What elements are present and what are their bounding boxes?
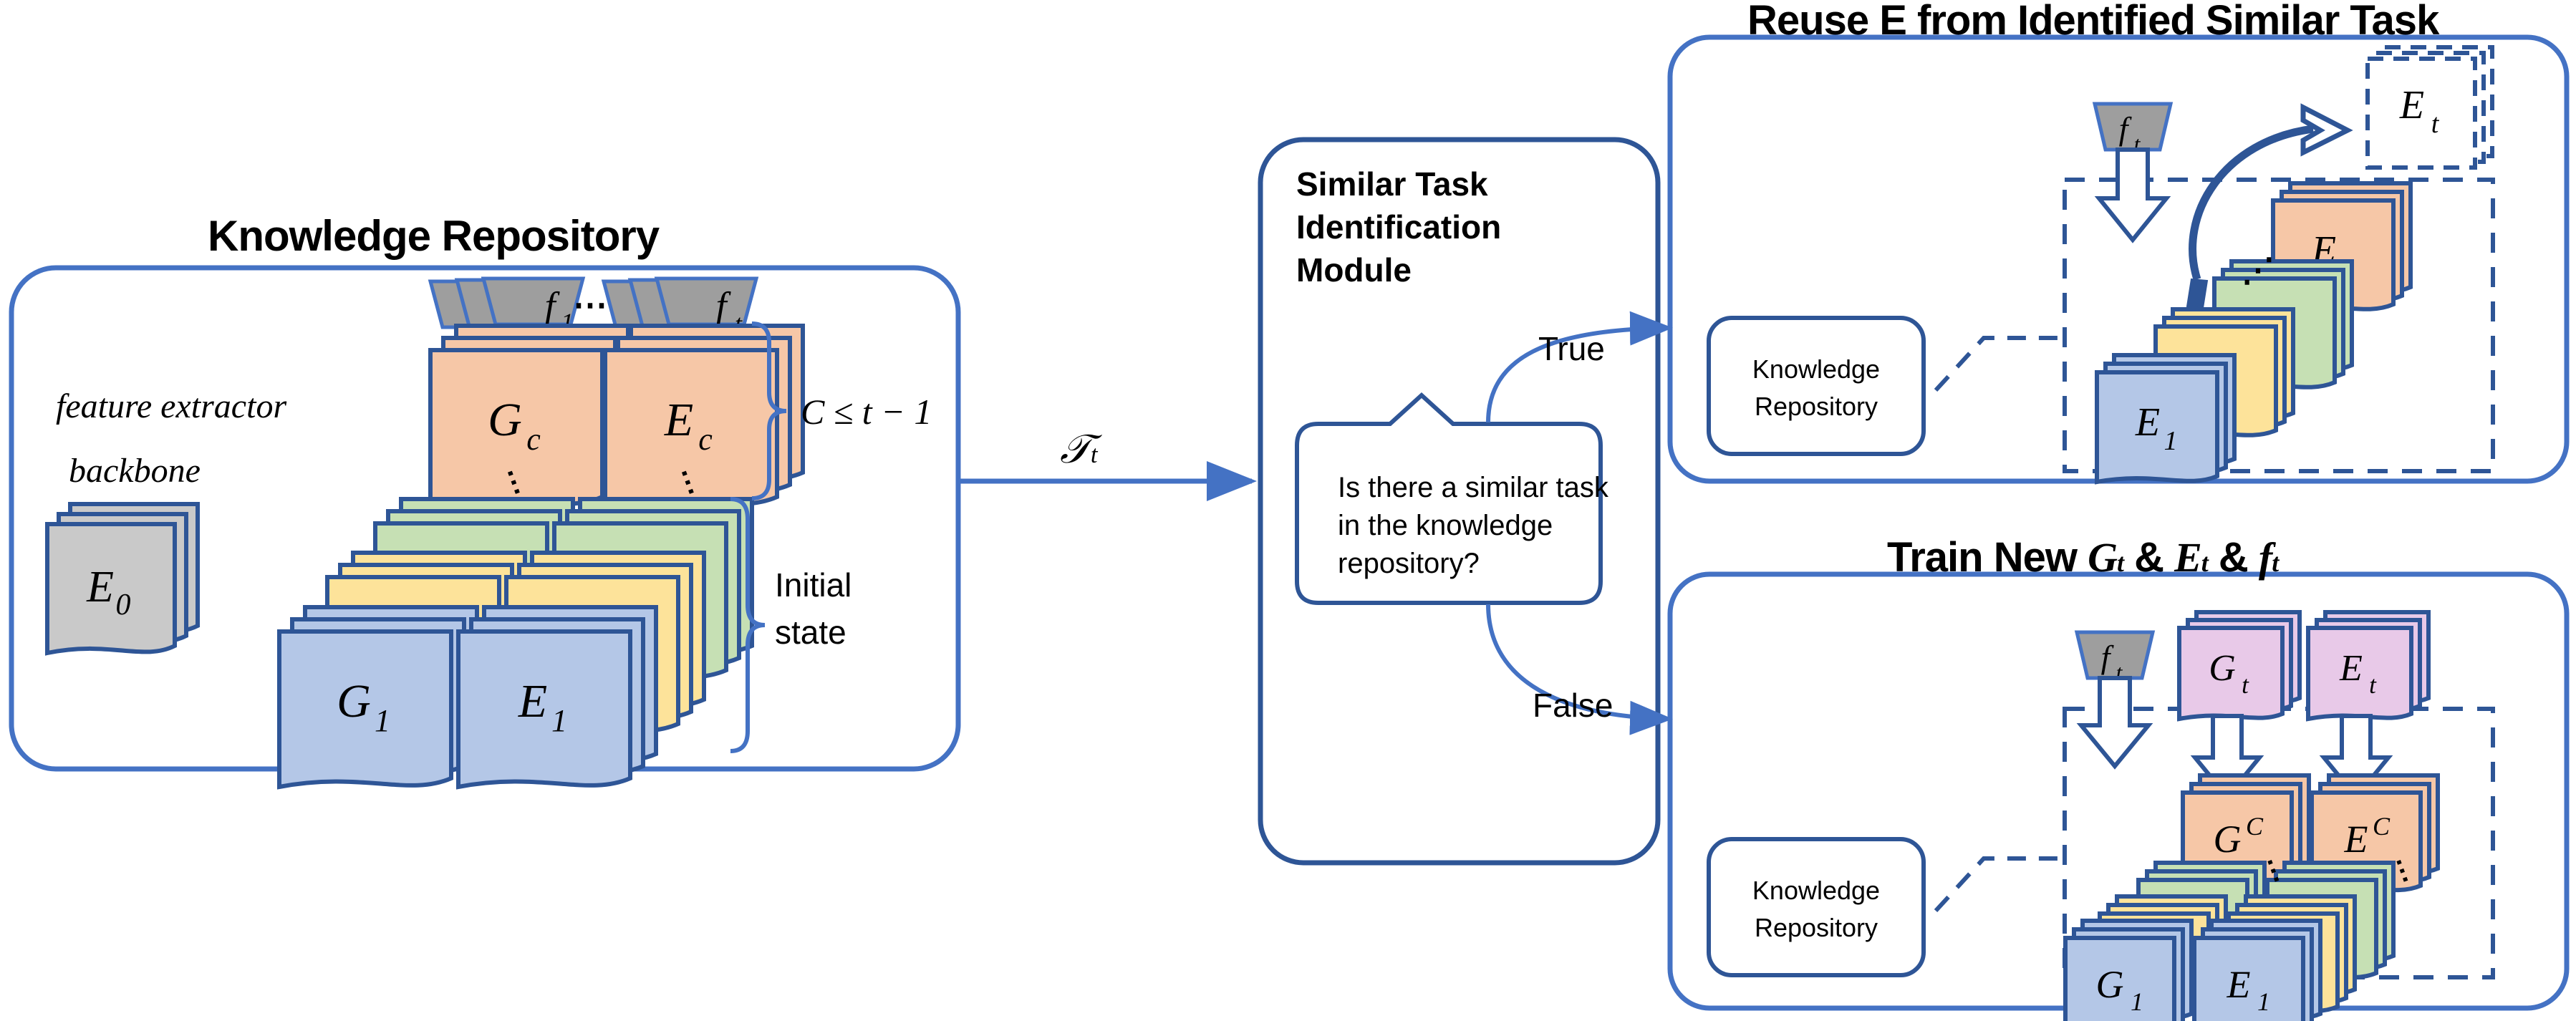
- svg-text:1: 1: [2257, 987, 2270, 1016]
- svg-text:t: t: [2116, 659, 2123, 685]
- svg-text:t: t: [2242, 671, 2249, 699]
- train-down-arrow-ft: [2076, 676, 2153, 770]
- reuse-copy-arrowhead: [2300, 103, 2353, 157]
- svg-text:c: c: [526, 422, 541, 457]
- decision-question-line2: in the knowledge: [1338, 510, 1553, 541]
- svg-text:G: G: [488, 394, 522, 446]
- brace-c-constraint: [751, 321, 787, 500]
- knowledge-repository-title: Knowledge Repository: [208, 212, 660, 260]
- similar-task-module-title-line1: Similar Task: [1296, 165, 1488, 203]
- train-new-panel-title: Train New Gt & Et & ft: [1887, 533, 2279, 581]
- similar-task-module-title-line2: Identification: [1296, 208, 1502, 246]
- svg-text:t: t: [2369, 671, 2377, 699]
- svg-text:t: t: [2134, 131, 2141, 157]
- reuse-copy-arrow-tail: [2186, 278, 2209, 309]
- svg-text:E: E: [2339, 648, 2363, 689]
- similar-task-module-title-line3: Module: [1296, 251, 1412, 289]
- backbone-card-stack: E 0: [45, 502, 200, 656]
- reuse-panel-title: Reuse E from Identified Similar Task: [1747, 0, 2439, 44]
- reuse-copy-arrow: [2189, 125, 2314, 281]
- svg-text:0: 0: [116, 589, 131, 621]
- train-new-card-et: E t: [2306, 610, 2431, 722]
- branch-label-true: True: [1538, 330, 1605, 367]
- feature-extractor-label: feature extractor: [56, 387, 287, 425]
- task-arrow-label-main: 𝒯: [1060, 427, 1091, 472]
- reuse-down-arrow: [2094, 147, 2171, 243]
- reuse-dashed-container: [2063, 178, 2495, 473]
- train-title-g: G: [2088, 534, 2118, 581]
- svg-text:C: C: [2246, 812, 2264, 841]
- reuse-new-card-et: E t: [2365, 45, 2494, 170]
- reuse-stack-ellipsis: ⋰: [2242, 251, 2277, 289]
- svg-text:E: E: [2227, 963, 2251, 1006]
- train-kr-box-line2: Repository: [1754, 913, 1878, 943]
- train-card-row-blue: G 1 E 1: [2063, 919, 2322, 1021]
- initial-state-label-line2: state: [775, 614, 846, 651]
- task-arrow-label: 𝒯t: [1060, 427, 1098, 473]
- reuse-kr-box-line2: Repository: [1754, 392, 1878, 422]
- false-branch-arrow: [1486, 604, 1673, 735]
- card-row-blue: G 1 E 1: [277, 605, 658, 790]
- svg-text:G: G: [2096, 963, 2124, 1006]
- reuse-kr-box-line1: Knowledge: [1752, 354, 1881, 384]
- svg-text:G: G: [2209, 648, 2236, 689]
- svg-text:c: c: [698, 422, 713, 457]
- reuse-kr-box-label: Knowledge Repository: [1709, 351, 1924, 425]
- reuse-kr-box: [1707, 316, 1926, 456]
- svg-text:E: E: [518, 675, 547, 727]
- train-title-prefix: Train New: [1887, 534, 2088, 581]
- true-branch-arrow: [1486, 311, 1673, 423]
- reuse-card-blue: E 1: [2095, 353, 2237, 485]
- feature-extractor-f1: f 1: [428, 276, 586, 337]
- branch-label-false: False: [1533, 687, 1613, 724]
- svg-text:E: E: [86, 563, 114, 611]
- train-new-card-gt: G t: [2177, 610, 2302, 722]
- initial-state-label-line1: Initial: [775, 566, 852, 604]
- svg-text:1: 1: [551, 703, 567, 738]
- svg-text:E: E: [2135, 400, 2160, 445]
- svg-text:1: 1: [2164, 426, 2178, 456]
- train-title-e-sub: t: [2201, 548, 2209, 577]
- train-title-e: E: [2174, 534, 2202, 581]
- svg-text:E: E: [2399, 83, 2424, 127]
- backbone-label: backbone: [69, 452, 201, 490]
- svg-text:G: G: [337, 675, 371, 727]
- svg-text:E: E: [2344, 818, 2368, 861]
- decision-question-line3: repository?: [1338, 548, 1480, 579]
- svg-text:C: C: [2373, 812, 2391, 841]
- train-title-g-sub: t: [2116, 548, 2124, 577]
- decision-question-line1: Is there a similar task: [1338, 472, 1608, 503]
- svg-text:t: t: [2431, 109, 2440, 139]
- reuse-feature-extractor-ft: f t: [2092, 102, 2174, 157]
- train-feature-extractor-ft: f t: [2074, 630, 2156, 685]
- train-title-amp1: &: [2123, 534, 2175, 581]
- train-kr-box: [1707, 837, 1926, 977]
- train-kr-leader: [1934, 856, 2065, 913]
- brace-initial-state: [730, 497, 766, 753]
- train-title-f: f: [2258, 534, 2272, 581]
- svg-text:E: E: [664, 394, 693, 446]
- reuse-kr-leader: [1934, 336, 2065, 392]
- card-row-peach: G c E c: [428, 324, 805, 508]
- train-title-f-sub: t: [2272, 548, 2279, 577]
- train-kr-box-line1: Knowledge: [1752, 876, 1881, 905]
- decision-shape: [1295, 392, 1603, 605]
- feature-extractor-ft: f t: [601, 276, 759, 338]
- task-arrow-label-sub: t: [1090, 440, 1098, 468]
- c-constraint-label: C ≤ t − 1: [801, 392, 932, 432]
- svg-text:G: G: [2214, 818, 2242, 861]
- svg-text:1: 1: [375, 703, 390, 738]
- train-kr-box-label: Knowledge Repository: [1709, 872, 1924, 947]
- svg-text:1: 1: [2131, 987, 2143, 1016]
- train-title-amp2: &: [2207, 534, 2259, 581]
- feature-extractor-ellipsis: ⋯: [573, 286, 609, 324]
